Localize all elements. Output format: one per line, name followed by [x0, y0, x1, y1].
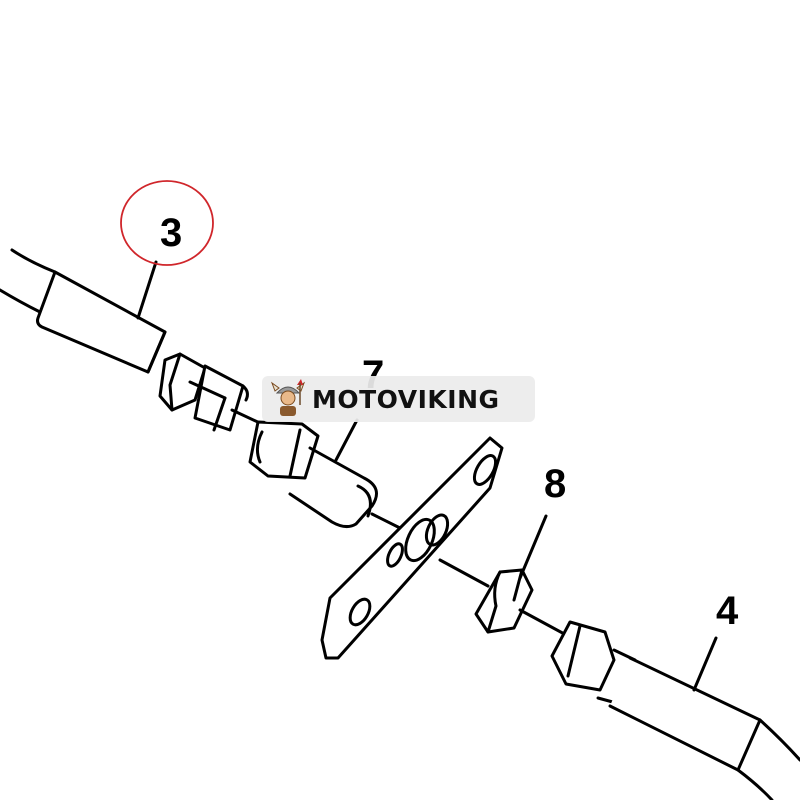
- brand-watermark: MOTOVIKING: [262, 376, 535, 422]
- gasket-plate: [320, 436, 504, 660]
- callout-3: 3: [160, 211, 182, 255]
- adapter-part-7: [248, 420, 378, 529]
- leader-line-3: [136, 260, 158, 320]
- connector-line-d: [518, 608, 570, 638]
- hose-right-nut: [550, 620, 616, 692]
- leader-line-8: [518, 514, 548, 580]
- hose-right: [596, 648, 800, 800]
- hose-left-nut: [158, 352, 207, 412]
- viking-mascot-icon: [270, 379, 306, 416]
- connector-line-b: [370, 512, 402, 530]
- leader-line-4: [692, 636, 718, 692]
- brand-name: MOTOVIKING: [312, 384, 500, 414]
- connector-line-c: [438, 558, 490, 588]
- leader-line-7: [334, 418, 359, 462]
- callout-4: 4: [716, 589, 739, 633]
- highlight-circle: [120, 180, 214, 266]
- hose-left-fitting: [188, 364, 249, 432]
- nut-part-8: [474, 568, 534, 634]
- hose-left: [0, 248, 167, 374]
- callout-8: 8: [544, 462, 566, 506]
